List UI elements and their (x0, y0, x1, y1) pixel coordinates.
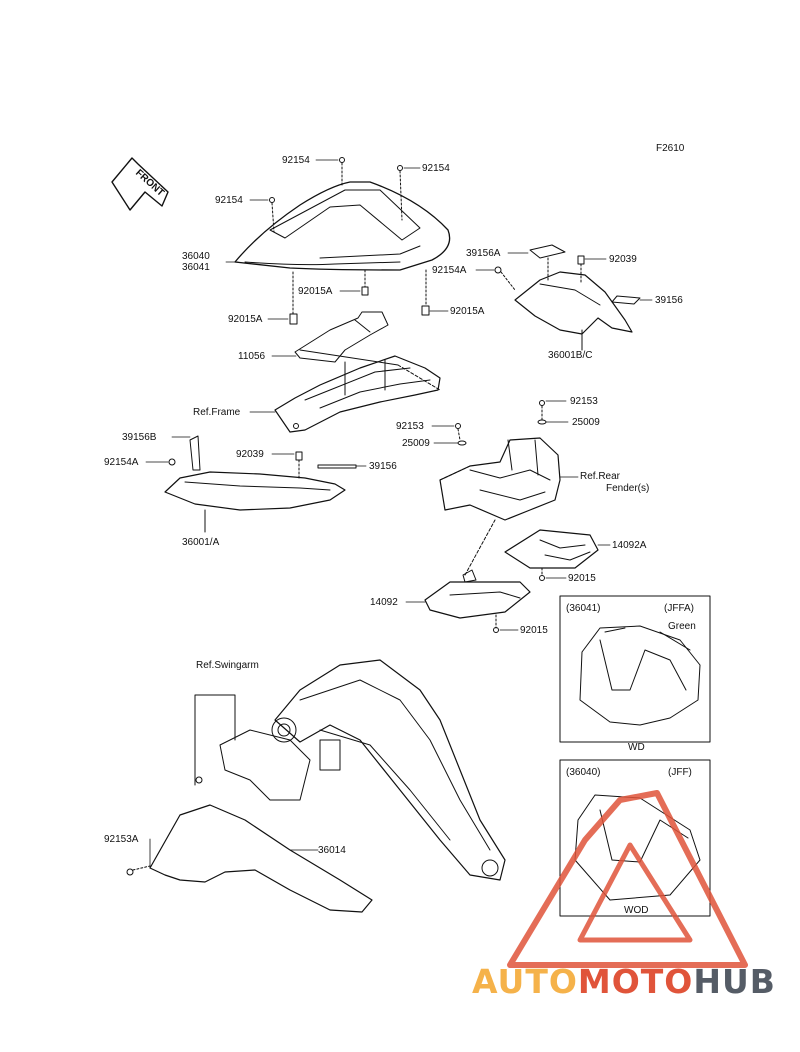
part-label: 36001B/C (548, 350, 593, 361)
part-label: 25009 (572, 417, 600, 428)
reflector-14092-part (424, 519, 531, 633)
leader-lines (145, 159, 653, 869)
watermark-text: AUTOMOTOHUB (472, 962, 776, 1002)
part-label: 14092A (612, 540, 647, 551)
part-label: 92154A (432, 265, 467, 276)
inset-box-2 (559, 759, 711, 917)
rear-fender-part (439, 400, 561, 521)
part-label: 92154A (104, 457, 139, 468)
part-label: 92154 (422, 163, 450, 174)
part-label: 92153 (396, 421, 424, 432)
front-arrow-icon: FRONT (111, 157, 169, 211)
part-label: 92154 (215, 195, 243, 206)
part-label: 36014 (318, 845, 346, 856)
part-label: 36001/A (182, 537, 220, 548)
part-label: 36040 (182, 251, 210, 262)
inset-part-number: (36041) (566, 603, 601, 614)
inset-caption: WD (628, 742, 645, 753)
part-label: 14092 (370, 597, 398, 608)
part-label: 36041 (182, 262, 210, 273)
part-label: 92015A (298, 286, 333, 297)
part-label: 92015 (568, 573, 596, 584)
side-cover-left-part (164, 435, 357, 533)
watermark-logo-icon (507, 790, 748, 968)
part-label: 92039 (609, 254, 637, 265)
rear-frame-part (274, 349, 441, 433)
ref-label: Ref.Rear (580, 471, 621, 482)
part-label: 11056 (238, 351, 266, 362)
part-label: 92039 (236, 449, 264, 460)
part-label: 92154 (282, 155, 310, 166)
figure-id: F2610 (656, 143, 685, 154)
chain-cover-part (126, 694, 373, 913)
ref-label: Ref.Swingarm (196, 660, 259, 671)
bolt-marks (269, 157, 430, 325)
side-cover-right-part (494, 244, 641, 351)
inset-code: (JFF) (668, 767, 692, 778)
part-label: 25009 (402, 438, 430, 449)
part-label: 92015 (520, 625, 548, 636)
ref-label: Fender(s) (606, 483, 650, 494)
front-marker-text: FRONT (133, 168, 166, 199)
part-label: 39156 (655, 295, 683, 306)
swingarm-part (271, 659, 506, 881)
bracket-11056-part (294, 311, 389, 363)
part-label: 39156B (122, 432, 157, 443)
watermark-part-3: HUB (693, 962, 776, 1001)
inset-caption: WOD (624, 905, 649, 916)
part-label: 39156A (466, 248, 501, 259)
part-label: 92015A (450, 306, 485, 317)
ref-label: Ref.Frame (193, 407, 241, 418)
part-label: 92015A (228, 314, 263, 325)
inset-color-note: Green (668, 621, 696, 632)
watermark-part-1: AUTO (472, 962, 578, 1001)
inset-box-1 (559, 595, 711, 743)
inset-part-number: (36040) (566, 767, 601, 778)
part-label: 39156 (369, 461, 397, 472)
reflector-14092A-part (504, 529, 599, 581)
part-label: 92153 (570, 396, 598, 407)
watermark-part-2: MOTO (577, 962, 694, 1001)
inset-code: (JFFA) (664, 603, 694, 614)
part-label: 92153A (104, 834, 139, 845)
seat-cowl-part (234, 181, 451, 271)
